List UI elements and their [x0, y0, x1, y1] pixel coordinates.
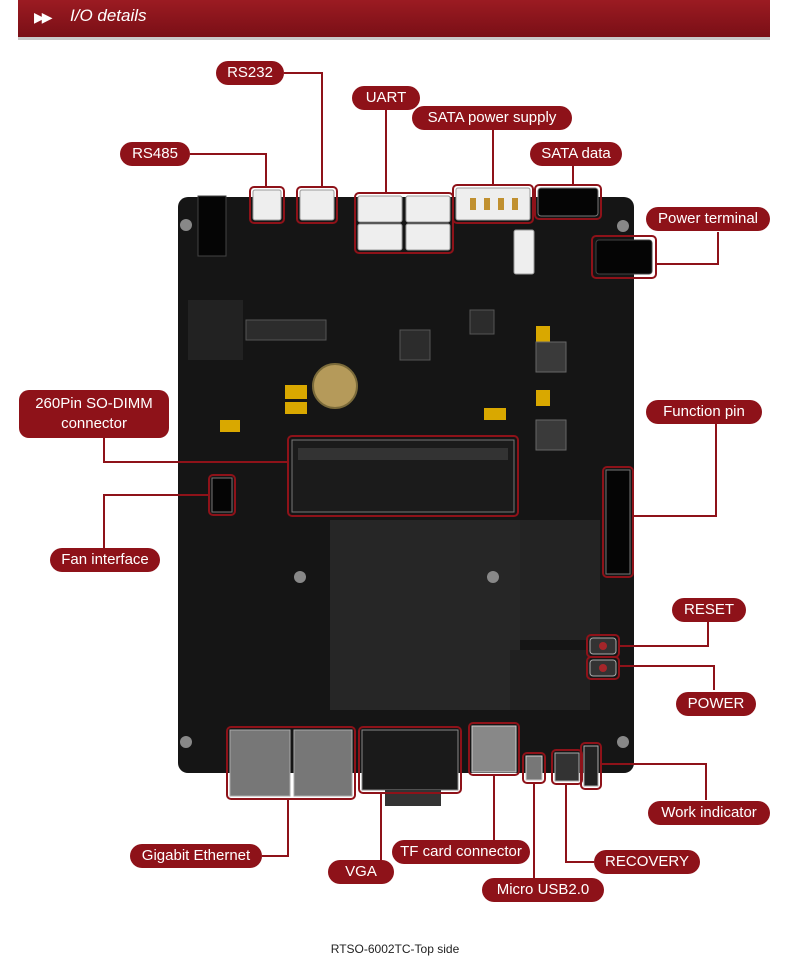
label-micro-usb: Micro USB2.0: [482, 878, 604, 902]
leader-recovery: [565, 784, 594, 863]
ethernet-port: [293, 729, 353, 797]
rs485-connector: [252, 189, 282, 221]
leader-function-pin: [633, 424, 717, 517]
leader-sodimm: [103, 438, 288, 463]
uart-connector: [405, 195, 451, 223]
highlight-power: [586, 656, 620, 680]
capacitor: [536, 390, 550, 406]
capacitor: [484, 408, 506, 420]
micro-usb-port: [525, 755, 543, 781]
sata-data-connector: [537, 187, 599, 217]
tf-card-slot: [471, 725, 517, 773]
mount-hole: [617, 736, 629, 748]
leader-gigabit: [262, 799, 289, 857]
black-connector: [197, 195, 227, 257]
highlight-uart: [354, 192, 454, 254]
mount-hole: [487, 571, 499, 583]
coin-battery: [312, 363, 358, 409]
leader-rs232: [284, 72, 323, 187]
highlight-rs232: [296, 186, 338, 224]
label-rs485: RS485: [120, 142, 190, 166]
label-fan: Fan interface: [50, 548, 160, 572]
label-tf-card: TF card connector: [392, 840, 530, 864]
heatsink-area-right: [520, 520, 600, 640]
reset-switch-knob: [599, 642, 607, 650]
inductor: [535, 341, 567, 373]
leader-fan: [103, 494, 209, 548]
sata-power-pin: [498, 198, 504, 210]
mount-hole: [617, 220, 629, 232]
section-title: I/O details: [70, 6, 147, 25]
highlight-sodimm: [287, 435, 519, 517]
label-uart: UART: [352, 86, 420, 110]
label-sodimm: 260Pin SO-DIMM connector: [19, 390, 169, 438]
highlight-function-pin: [602, 466, 634, 578]
mount-hole: [180, 219, 192, 231]
capacitor: [285, 385, 307, 399]
function-pin-header: [605, 469, 631, 575]
sata-power-pin: [512, 198, 518, 210]
sata-power-pin: [470, 198, 476, 210]
rs232-connector: [299, 189, 335, 221]
white-connector: [513, 229, 535, 275]
label-work-indicator: Work indicator: [648, 801, 770, 825]
uart-connector: [357, 195, 403, 223]
highlight-vga: [358, 726, 462, 794]
recovery-switch: [554, 752, 580, 782]
vga-port: [361, 729, 459, 791]
double-arrow-icon: ▶▶: [34, 9, 52, 25]
figure-caption: RTSO-6002TC-Top side: [330, 942, 460, 956]
highlight-power-terminal: [591, 235, 657, 279]
board-plate: [188, 300, 243, 360]
label-rs232: RS232: [216, 61, 284, 85]
mount-hole: [294, 571, 306, 583]
label-gigabit: Gigabit Ethernet: [130, 844, 262, 868]
uart-connector: [405, 223, 451, 251]
chip: [399, 329, 431, 361]
label-reset: RESET: [672, 598, 746, 622]
fan-connector: [211, 477, 233, 513]
inductor: [535, 419, 567, 451]
leader-rs485: [190, 153, 267, 187]
label-sata-power: SATA power supply: [412, 106, 572, 130]
capacitor: [220, 420, 240, 432]
capacitor: [285, 402, 307, 414]
sata-power-connector: [455, 187, 531, 221]
chip: [469, 309, 495, 335]
chip: [245, 319, 327, 341]
leader-reset: [619, 622, 709, 647]
highlight-sata-data: [534, 184, 602, 220]
leader-work-indicator: [601, 763, 707, 800]
heatsink-area: [330, 520, 520, 710]
label-power: POWER: [676, 692, 756, 716]
uart-connector: [357, 223, 403, 251]
label-power-terminal: Power terminal: [646, 207, 770, 231]
label-function-pin: Function pin: [646, 400, 762, 424]
power-switch-knob: [599, 664, 607, 672]
label-recovery: RECOVERY: [594, 850, 700, 874]
mount-hole: [180, 736, 192, 748]
ethernet-port: [229, 729, 291, 797]
leader-power-terminal: [656, 232, 719, 265]
sata-power-pin: [484, 198, 490, 210]
work-indicator-led: [583, 745, 599, 787]
highlight-work-indicator: [580, 742, 602, 790]
label-sata-data: SATA data: [530, 142, 622, 166]
power-jack: [595, 239, 653, 275]
highlight-ethernet: [226, 726, 356, 800]
label-vga: VGA: [328, 860, 394, 884]
heatsink-area-lower: [510, 650, 590, 710]
sodimm-slot-bar: [298, 448, 508, 460]
leader-power: [619, 665, 715, 690]
section-header: ▶▶ I/O details: [18, 0, 770, 40]
capacitor: [536, 326, 550, 342]
